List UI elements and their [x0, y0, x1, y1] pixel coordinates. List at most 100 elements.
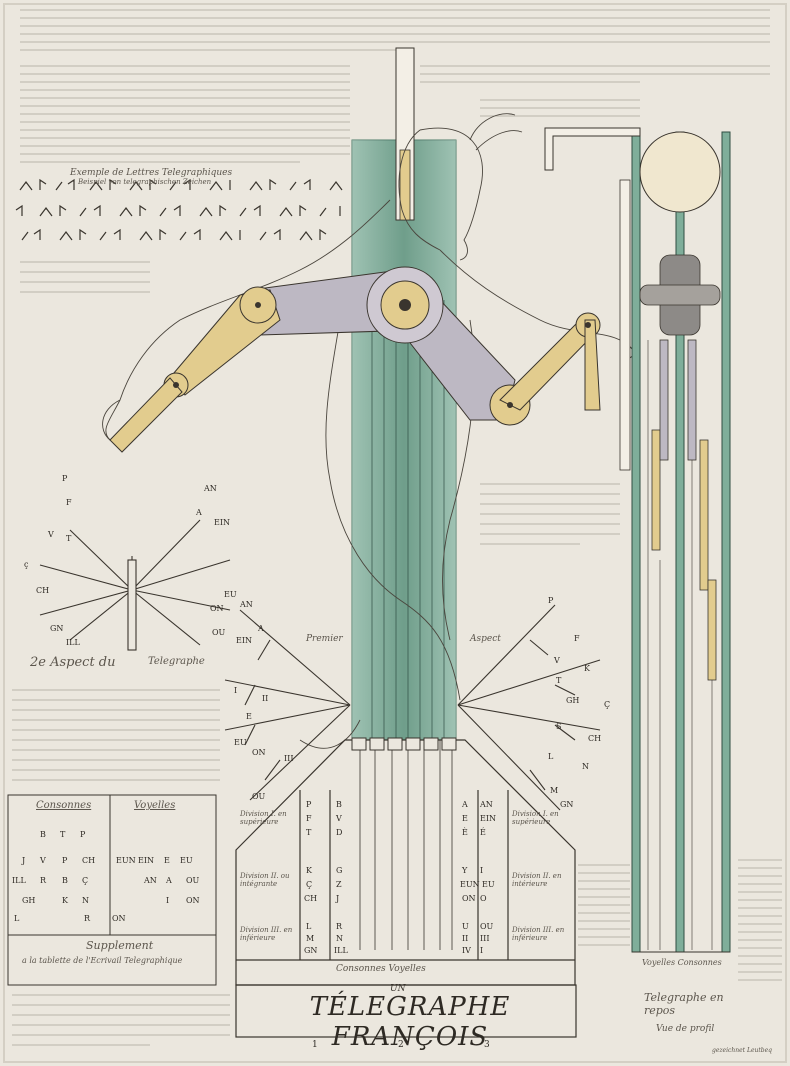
- left-table-cell: E: [164, 856, 170, 865]
- left-table-cell: OU: [186, 876, 200, 885]
- vowel-cell: III: [480, 934, 490, 943]
- consonant-cell: Z: [336, 880, 342, 889]
- left-table-cell: GH: [22, 896, 36, 905]
- consonnes-header: Consonnes: [36, 800, 92, 811]
- title-prefix: UN: [390, 984, 406, 994]
- second-aspect-star: [39, 519, 231, 651]
- vowel-cell: EU: [482, 880, 495, 889]
- vowel-cell: OU: [480, 922, 494, 931]
- aspect-letter: V: [554, 656, 560, 665]
- consonant-cell: F: [306, 814, 312, 823]
- vowel-cell: É: [480, 828, 486, 837]
- aspect-letter: N: [582, 762, 589, 771]
- aspect-letter: GN: [560, 800, 574, 809]
- aspect-letter: P: [62, 474, 68, 483]
- vowel-cell: È: [462, 828, 468, 837]
- page-title: TÉLEGRAPHE FRANÇOIS: [309, 992, 511, 1052]
- first-aspect-left: [224, 609, 351, 801]
- example-heading: Exemple de Lettres Telegraphiques: [70, 168, 233, 178]
- division-label: Division II. ou intégrante: [240, 872, 290, 889]
- aspect-letter: EU: [234, 738, 247, 747]
- example-subheading: Beispiel von telegraphischen Zeichen: [78, 178, 212, 186]
- telegraphe-label: Telegraphe: [148, 656, 205, 667]
- left-table-cell: EU: [180, 856, 193, 865]
- aspect-letter: Ç: [604, 700, 611, 709]
- left-table-cell: ON: [112, 914, 126, 923]
- aspect-letter: S: [556, 722, 562, 731]
- aspect-label: Aspect: [470, 634, 501, 644]
- aspect-letter: ON: [210, 604, 224, 613]
- tablet-outline: [235, 739, 576, 986]
- left-table-cell: K: [62, 896, 68, 905]
- aspect-letter: II: [262, 694, 269, 703]
- left-table-cell: J: [22, 856, 26, 865]
- consonnes-voyelles-footer: Consonnes Voyelles: [336, 964, 426, 974]
- left-table-cell: ON: [186, 896, 200, 905]
- left-table-cell: B: [62, 876, 68, 885]
- example-signals: [15, 178, 343, 241]
- header-script-lines: [20, 9, 770, 163]
- second-aspect-label: 2e Aspect du: [30, 655, 116, 670]
- supplement-subtitle: a la tablette de l'Ecrivail Telegraphiqu…: [22, 956, 183, 965]
- left-table-cell: V: [40, 856, 46, 865]
- aspect-letter: EU: [224, 590, 237, 599]
- aspect-letter: AN: [204, 484, 217, 493]
- aspect-letter: GN: [50, 624, 64, 633]
- left-table-cell: P: [62, 856, 68, 865]
- scale-mark: 1: [312, 1040, 318, 1050]
- consonant-cell: K: [306, 866, 312, 875]
- consonant-cell: CH: [304, 894, 318, 903]
- consonant-cell: R: [336, 922, 343, 931]
- vowel-cell: A: [462, 800, 468, 809]
- profile-wheel: [639, 131, 721, 213]
- aspect-letter: ç: [24, 560, 29, 569]
- consonant-cell: P: [306, 800, 312, 809]
- supplement-title: Supplement: [86, 939, 154, 952]
- consonant-cell: N: [336, 934, 343, 943]
- premier-label: Premier: [306, 634, 343, 644]
- left-table-cell: L: [14, 914, 20, 923]
- aspect-letter: M: [550, 786, 559, 795]
- vowel-cell: II: [462, 934, 469, 943]
- scale-mark: 2: [398, 1040, 404, 1050]
- profile-view-label: Vue de profil: [656, 1024, 715, 1034]
- voyelles-header: Voyelles: [134, 800, 176, 811]
- aspect-letter: OU: [212, 628, 226, 637]
- aspect-letter: III: [284, 754, 294, 763]
- signature: gezeichnet Leutbeq: [712, 1047, 773, 1054]
- vowel-cell: EIN: [480, 814, 496, 823]
- aspect-letter: ON: [252, 748, 266, 757]
- aspect-letter: AN: [240, 600, 253, 609]
- aspect-letter: ILL: [66, 638, 80, 647]
- profile-telegraph: [631, 131, 731, 953]
- aspect-letter: A: [258, 624, 264, 633]
- consonant-cell: D: [336, 828, 343, 837]
- regulator-arm: [249, 266, 516, 421]
- vowel-cell: AN: [480, 800, 493, 809]
- aspect-letter: E: [246, 712, 252, 721]
- aspect-letter: F: [66, 498, 72, 507]
- aspect-letter: EIN: [236, 636, 252, 645]
- vowel-cell: I: [480, 866, 484, 875]
- indicator-arms: [109, 286, 601, 453]
- consonant-cell: L: [306, 922, 312, 931]
- left-table-cell: T: [60, 830, 66, 839]
- left-table-cell: EUN: [116, 856, 136, 865]
- consonant-cell: GN: [304, 946, 318, 955]
- aspect-letter: EIN: [214, 518, 230, 527]
- left-table-cell: AN: [144, 876, 157, 885]
- title-frame: [235, 984, 577, 1038]
- vowel-cell: E: [462, 814, 468, 823]
- consonant-cell: ILL: [334, 946, 348, 955]
- vowel-cell: U: [462, 922, 469, 931]
- left-table-cell: B: [40, 830, 46, 839]
- telegraph-rest-label: Telegraphe en repos: [644, 991, 724, 1017]
- first-aspect-right: [457, 604, 601, 811]
- aspect-letter: K: [584, 664, 590, 673]
- aspect-letter: OU: [252, 792, 266, 801]
- left-table-cell: Ç: [82, 876, 89, 885]
- vowel-cell: I: [480, 946, 484, 955]
- left-table: [7, 794, 217, 986]
